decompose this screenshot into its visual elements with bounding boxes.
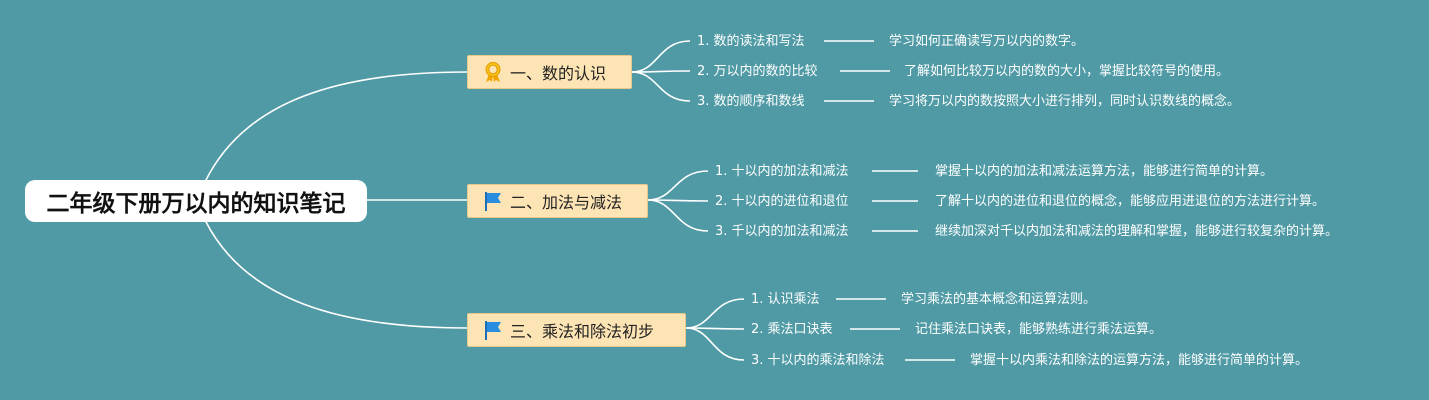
topic-description: 学习如何正确读写万以内的数字。 xyxy=(889,34,1085,49)
topic-description: 学习将万以内的数按照大小进行排列，同时认识数线的概念。 xyxy=(889,94,1241,109)
branch-addition-subtraction[interactable]: 二、加法与减法 xyxy=(467,184,648,218)
branch-connector xyxy=(685,327,745,361)
root-connector xyxy=(204,219,468,329)
topic-description: 掌握十以内的加法和减法运算方法，能够进行简单的计算。 xyxy=(935,164,1274,179)
topic-label[interactable]: 3. 千以内的加法和减法 xyxy=(715,224,849,239)
topic-label[interactable]: 2. 万以内的数的比较 xyxy=(697,64,818,79)
topic-description: 继续加深对千以内加法和减法的理解和掌握，能够进行较复杂的计算。 xyxy=(935,224,1339,239)
root-title: 二年级下册万以内的知识笔记 xyxy=(46,191,346,217)
root-node[interactable]: 二年级下册万以内的知识笔记 xyxy=(25,180,367,222)
topic-description: 了解如何比较万以内的数的大小，掌握比较符号的使用。 xyxy=(904,64,1230,79)
topic-label[interactable]: 1. 认识乘法 xyxy=(751,292,820,307)
blue-flag-icon xyxy=(485,192,501,211)
branch-connector xyxy=(631,70,691,73)
topic-description: 掌握十以内乘法和除法的运算方法，能够进行简单的计算。 xyxy=(970,353,1309,368)
topic-description: 学习乘法的基本概念和运算法则。 xyxy=(901,292,1097,307)
branch-label: 二、加法与减法 xyxy=(510,193,623,212)
branch-label: 三、乘法和除法初步 xyxy=(510,322,655,341)
branch-connector xyxy=(647,170,709,201)
blue-flag-icon xyxy=(485,321,501,340)
topic-label[interactable]: 2. 乘法口诀表 xyxy=(751,322,833,337)
topic-description: 了解十以内的进位和退位的概念，能够应用进退位的方法进行计算。 xyxy=(935,194,1326,209)
root-connector xyxy=(204,71,468,183)
branch-number-recognition[interactable]: 一、数的认识 xyxy=(467,55,632,89)
branch-connector xyxy=(685,298,745,329)
branch-connector xyxy=(647,199,709,232)
award-ribbon-icon xyxy=(485,62,501,82)
topic-label[interactable]: 2. 十以内的进位和退位 xyxy=(715,194,849,209)
branch-connector xyxy=(631,71,691,102)
topic-description: 记住乘法口诀表，能够熟练进行乘法运算。 xyxy=(915,322,1163,337)
topic-label[interactable]: 1. 数的读法和写法 xyxy=(697,34,805,49)
branch-label: 一、数的认识 xyxy=(510,64,607,83)
topic-label[interactable]: 3. 十以内的乘法和除法 xyxy=(751,353,885,368)
topic-label[interactable]: 1. 十以内的加法和减法 xyxy=(715,164,849,179)
branch-multiplication-division[interactable]: 三、乘法和除法初步 xyxy=(467,313,686,347)
topic-label[interactable]: 3. 数的顺序和数线 xyxy=(697,94,805,109)
branch-connector xyxy=(631,40,691,73)
